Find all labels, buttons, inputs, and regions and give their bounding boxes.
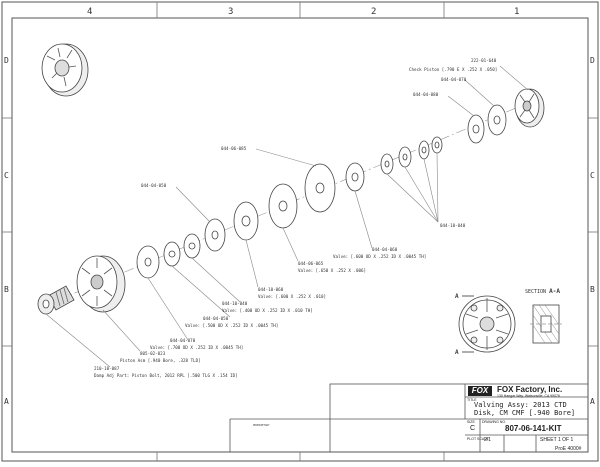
- title-block-frame: [229, 383, 589, 453]
- callout-valve-040: Valve: [.400 OD X .252 ID X .010 TH]: [222, 308, 313, 313]
- drawing-number: 807-06-141-KIT: [505, 424, 562, 433]
- zone-col-4: 4: [87, 7, 92, 17]
- callout-check-piston: Check Piston [.790 E X .252 X .050]: [409, 67, 497, 72]
- main-piston-part: [76, 255, 126, 313]
- zone-row-b: B: [4, 285, 9, 294]
- sheet-number: SHEET 1 OF 1: [540, 437, 574, 443]
- company-name: FOX Factory, Inc.: [497, 385, 563, 394]
- callout-piston-asm: Piston Asm [.940 Bore, .328 TLD]: [120, 358, 201, 363]
- callout-valve-070: Valve: [.700 OD X .252 ID X .0045 TH]: [150, 345, 243, 350]
- piston-bolt-part: [37, 285, 75, 315]
- size-value: C: [470, 425, 476, 432]
- callout-044-10-040b: 044-10-040: [222, 301, 248, 306]
- fox-logo: FOX: [468, 386, 492, 396]
- check-piston-part: [514, 88, 545, 128]
- section-marker-bottom: A: [455, 349, 459, 356]
- zone-row-b-right: B: [590, 285, 595, 294]
- callout-044-06-085: 044-06-085: [221, 146, 247, 151]
- zone-ticks: [2, 2, 598, 461]
- company-address: 130 Hangar Way, Watsonville, CA 95076: [497, 394, 560, 398]
- section-front-view: A A: [455, 293, 516, 356]
- size-label: SIZE: [467, 420, 475, 424]
- callout-texts: 222-01-640 Check Piston [.790 E X .252 X…: [94, 58, 497, 378]
- zone-col-1: 1: [514, 7, 519, 17]
- callout-044-04-060: 044-04-060: [372, 247, 398, 252]
- callout-044-10-060: 044-10-060: [258, 287, 284, 292]
- shim-stack: [136, 104, 507, 279]
- zone-col-3: 3: [228, 7, 233, 17]
- drawing-title: Valving Assy: 2013 CTD Disk, CM CMF [.94…: [474, 401, 576, 417]
- zone-row-d-right: D: [590, 56, 595, 65]
- callout-044-10-040: 044-10-040: [440, 223, 466, 228]
- callout-044-04-070b: 044-04-070: [170, 338, 196, 343]
- zone-col-2: 2: [371, 7, 376, 17]
- callout-valve-10-060: Valve: [.600 X .252 X .010]: [258, 294, 326, 299]
- zone-row-c-right: C: [590, 171, 595, 180]
- callout-044-06-065: 044-06-065: [298, 261, 324, 266]
- section-marker-top: A: [455, 293, 459, 300]
- leader-lines: [45, 65, 529, 368]
- zone-row-c: C: [4, 171, 9, 180]
- zone-row-a: A: [4, 397, 9, 406]
- proprietary-notice: PROPRIETARY: [253, 423, 270, 427]
- callout-valve-065: Valve: [.650 X .252 X .006]: [298, 268, 366, 273]
- zone-row-d: D: [4, 56, 9, 65]
- proe-note: ProE 4000#: [555, 446, 582, 452]
- section-label: SECTION A-A: [525, 288, 560, 295]
- zone-row-a-right: A: [590, 397, 595, 406]
- callout-044-04-070: 044-04-070: [441, 77, 467, 82]
- callout-valve-050: Valve: [.500 OD X .252 ID X .0045 TH]: [185, 323, 278, 328]
- callout-210: 210-10-087: [94, 366, 120, 371]
- callout-222: 222-01-640: [471, 58, 497, 63]
- callout-damp-bolt: Damp Adj Part: Piston Bolt, 2012 RPL [.5…: [94, 373, 238, 378]
- section-side-view: [530, 304, 562, 344]
- title-label: TITLE: [467, 398, 477, 402]
- scale-value: 2/1: [484, 437, 491, 443]
- callout-044-04-050b: 044-04-050: [203, 316, 229, 321]
- callout-valve-060: Valve: [.600 OD X .252 ID X .0045 TH]: [333, 254, 426, 259]
- callout-044-04-080: 044-04-080: [413, 92, 439, 97]
- callout-805: 805-02-023: [140, 351, 166, 356]
- scale-label: PLOT SCALE: [467, 437, 489, 441]
- piston-iso-view: [41, 43, 89, 97]
- callout-044-04-050: 044-04-050: [141, 183, 167, 188]
- drawing-no-label: DRAWING NO.: [482, 420, 506, 424]
